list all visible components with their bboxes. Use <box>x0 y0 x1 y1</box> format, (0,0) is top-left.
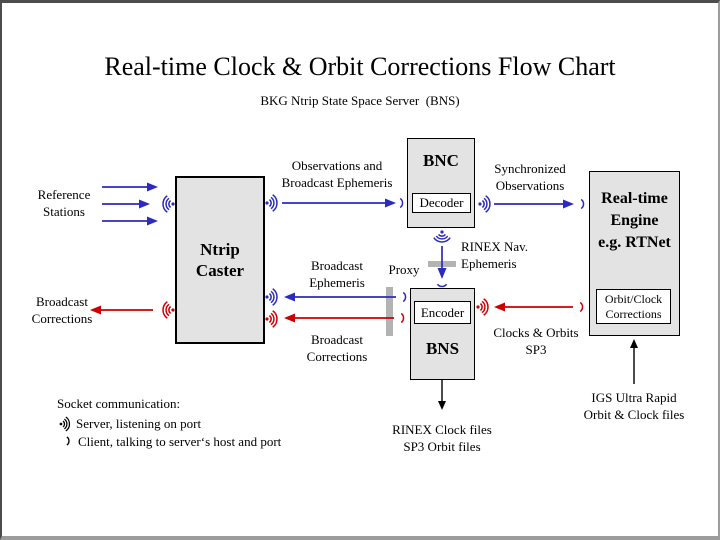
ntrip-caster-box: Ntrip Caster <box>175 176 265 344</box>
observations-line1: Observations and <box>291 158 383 173</box>
legend-client-icon <box>66 436 70 446</box>
reference-stations-line1: Reference <box>37 187 91 202</box>
legend-server-text: Server, listening on port <box>76 416 202 431</box>
ntrip-caster-label: Ntrip Caster <box>196 239 244 281</box>
bc-left-line2: Corrections <box>31 311 93 326</box>
rinex-nav-line1: RINEX Nav. <box>461 239 529 254</box>
realtime-engine-label: Real-time Engine e.g. RTNet <box>590 188 679 254</box>
page-title: Real-time Clock & Orbit Corrections Flow… <box>104 52 616 81</box>
synchronized-observations-label: Synchronized Observations <box>484 160 576 194</box>
realtime-engine-box: Real-time Engine e.g. RTNet Orbit/Clock … <box>589 171 680 336</box>
bc-mid-line2: Corrections <box>306 349 368 364</box>
legend-title: Socket communication: <box>57 396 181 411</box>
decoder-box: Decoder <box>412 193 471 213</box>
engine-line2: Engine <box>610 212 659 229</box>
reference-stations-label: Reference Stations <box>22 186 106 220</box>
bnc-box: BNC Decoder <box>407 138 475 228</box>
encoder-box: Encoder <box>414 301 471 324</box>
bnc-label: BNC <box>423 151 459 170</box>
legend-client-text: Client, talking to server‘s host and por… <box>78 434 282 449</box>
observations-line2: Broadcast Ephemeris <box>281 175 393 190</box>
rinex-clock-files-label: RINEX Clock files SP3 Orbit files <box>380 421 504 455</box>
broadcast-corrections-mid-label: Broadcast Corrections <box>294 331 380 365</box>
rinex-nav-ephemeris-label: RINEX Nav. Ephemeris <box>461 238 547 272</box>
proxy-label: Proxy <box>388 262 420 277</box>
reference-stations-line2: Stations <box>43 204 85 219</box>
server-listening-icon <box>475 298 489 316</box>
bns-box: Encoder BNS <box>410 288 475 380</box>
server-listening-icon <box>433 229 451 243</box>
server-listening-icon <box>264 194 278 212</box>
server-listening-icon <box>162 301 176 319</box>
bc-mid-line1: Broadcast <box>311 332 363 347</box>
bc-left-line1: Broadcast <box>36 294 88 309</box>
client-icon <box>579 301 584 313</box>
client-icon <box>400 312 405 324</box>
broadcast-corrections-left-label: Broadcast Corrections <box>14 293 110 327</box>
clocks-orbits-line2: SP3 <box>525 342 547 357</box>
server-listening-icon <box>264 310 278 328</box>
proxy-bar-horizontal <box>428 261 456 267</box>
rinex-clock-line1: RINEX Clock files <box>392 422 492 437</box>
clocks-orbits-label: Clocks & Orbits SP3 <box>488 324 584 358</box>
broadcast-ephemeris-mid-label: Broadcast Ephemeris <box>297 257 377 291</box>
sync-line1: Synchronized <box>494 161 566 176</box>
sync-line2: Observations <box>495 178 565 193</box>
ntrip-caster-line1: Ntrip <box>200 240 240 259</box>
rinex-nav-line2: Ephemeris <box>461 256 517 271</box>
engine-line1: Real-time <box>601 190 668 207</box>
be-mid-line1: Broadcast <box>311 258 363 273</box>
bns-label: BNS <box>425 339 460 358</box>
client-icon <box>402 291 407 303</box>
observations-label: Observations and Broadcast Ephemeris <box>267 157 407 191</box>
proxy-bar-vertical <box>386 287 393 336</box>
client-icon <box>580 198 585 210</box>
legend-server-listening-icon <box>59 416 71 432</box>
server-listening-icon <box>264 288 278 306</box>
orbit-clock-corrections-box: Orbit/Clock Corrections <box>596 289 671 324</box>
rinex-clock-line2: SP3 Orbit files <box>403 439 481 454</box>
igs-line1: IGS Ultra Rapid <box>591 390 677 405</box>
clocks-orbits-line1: Clocks & Orbits <box>493 325 579 340</box>
server-listening-icon <box>162 195 176 213</box>
orbit-clock-line2: Corrections <box>605 307 662 321</box>
engine-line3: e.g. RTNet <box>598 234 671 251</box>
igs-ultra-rapid-label: IGS Ultra Rapid Orbit & Clock files <box>570 389 698 423</box>
server-listening-icon <box>477 195 491 213</box>
client-icon <box>399 197 404 209</box>
client-icon <box>436 283 448 288</box>
igs-line2: Orbit & Clock files <box>583 407 685 422</box>
ntrip-caster-line2: Caster <box>195 261 245 280</box>
be-mid-line2: Ephemeris <box>309 275 365 290</box>
orbit-clock-line1: Orbit/Clock <box>604 292 663 306</box>
page-subtitle: BKG Ntrip State Space Server (BNS) <box>260 93 460 108</box>
